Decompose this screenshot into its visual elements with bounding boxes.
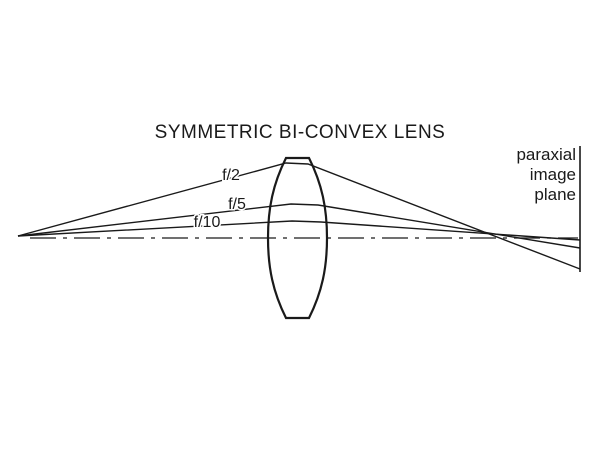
- plane-label-line1: paraxial: [516, 145, 576, 164]
- ray-label-f2: f/2: [222, 167, 240, 184]
- ray-label-f5: f/5: [228, 196, 246, 213]
- plane-label-line3: plane: [534, 185, 576, 204]
- diagram-title: SYMMETRIC BI-CONVEX LENS: [155, 122, 446, 143]
- ray-f2: [17, 162, 581, 270]
- plane-label-line2: image: [530, 165, 576, 184]
- lens-outline: [266, 156, 329, 320]
- ray-f10: [17, 220, 581, 241]
- ray-f5: [17, 203, 581, 249]
- ray-label-f10: f/10: [194, 214, 221, 231]
